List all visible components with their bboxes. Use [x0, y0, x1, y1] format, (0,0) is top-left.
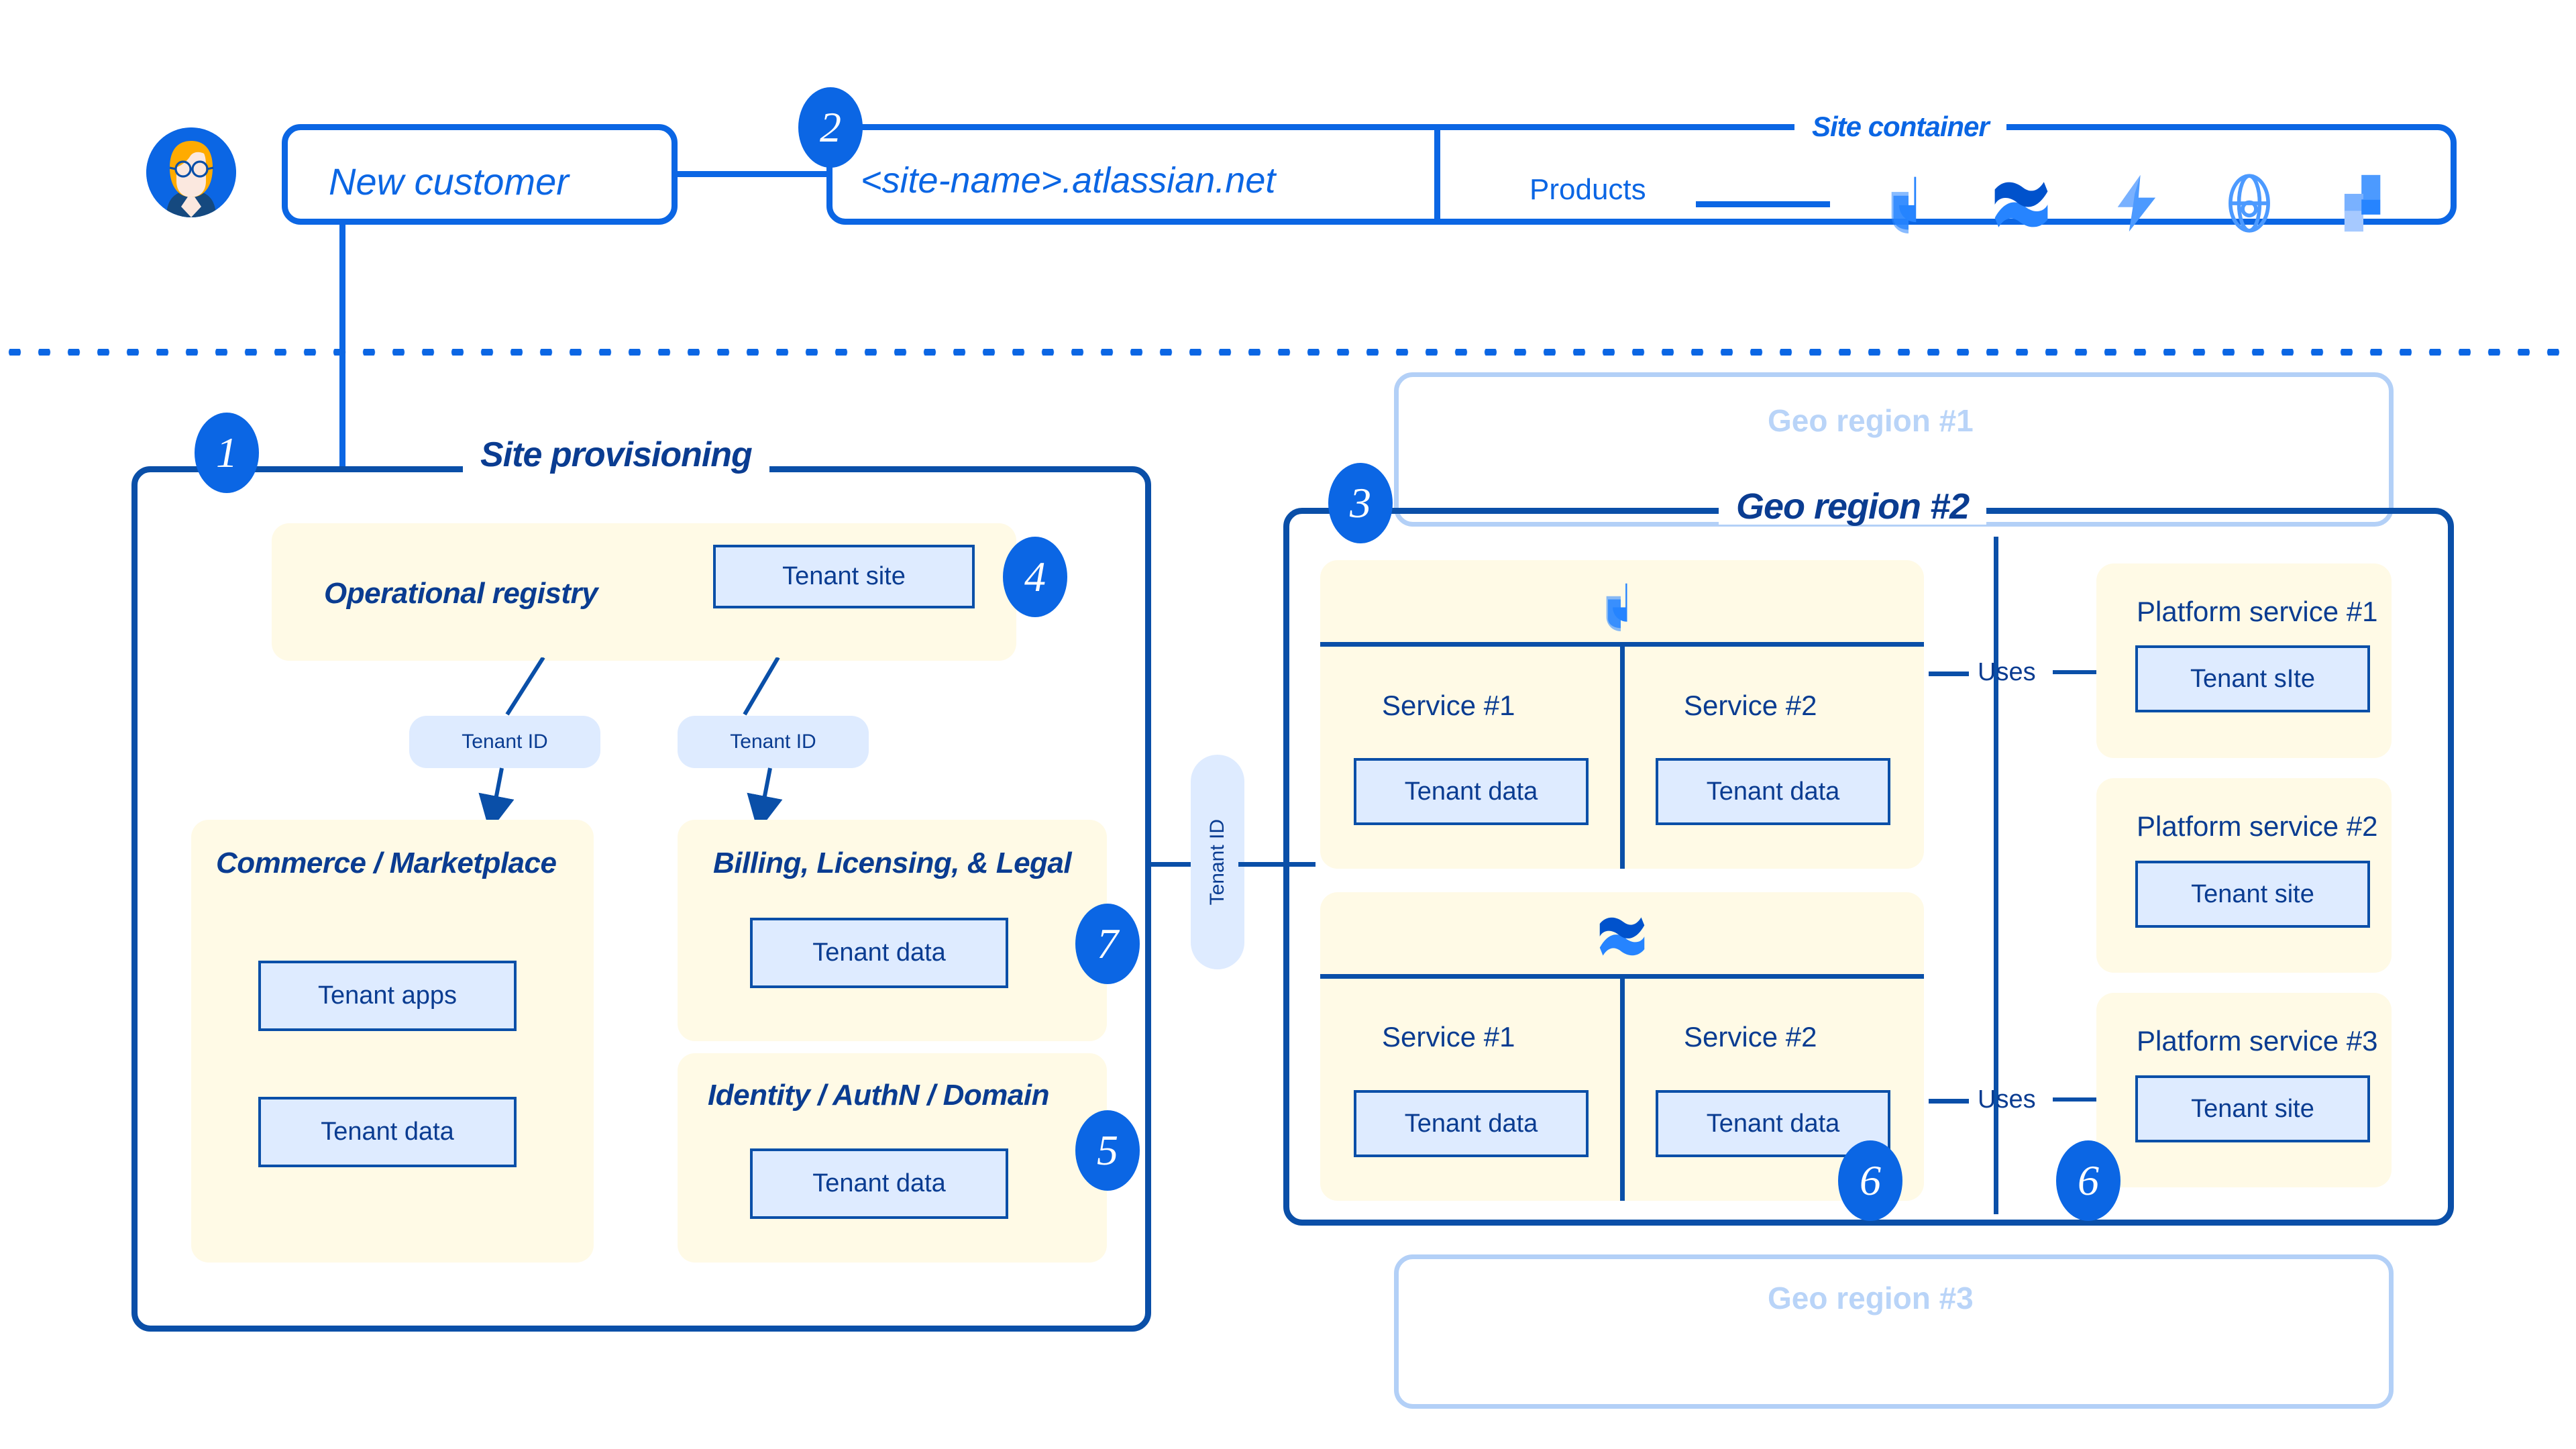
tenant-id-pill-1: Tenant ID [409, 716, 600, 768]
cloud-boundary-dotted-line [0, 349, 2576, 356]
confluence-icon [1597, 911, 1648, 965]
confluence-service-2-tenant-data-tile[interactable]: Tenant data [1656, 1090, 1890, 1157]
jira-group-service-divider [1620, 642, 1625, 869]
commerce-tenant-apps-tile[interactable]: Tenant apps [258, 961, 517, 1031]
operational-registry-title: Operational registry [324, 577, 598, 610]
step-badge-4: 4 [1003, 537, 1067, 617]
step-badge-1: 1 [195, 413, 259, 493]
site-container-caption: Site container [1794, 113, 2006, 141]
jira-service-2-tenant-data-tile[interactable]: Tenant data [1656, 758, 1890, 825]
billing-licensing-legal-title: Billing, Licensing, & Legal [713, 847, 1072, 879]
confluence-icon[interactable] [1991, 174, 2051, 238]
site-name-label: <site-name>.atlassian.net [861, 160, 1276, 201]
step-badge-3: 3 [1328, 463, 1393, 543]
uses-stub-line-bottom [1929, 1099, 1969, 1104]
identity-authn-domain-title: Identity / AuthN / Domain [708, 1079, 1049, 1112]
step-badge-6-right: 6 [2056, 1140, 2121, 1221]
billing-tenant-data-tile[interactable]: Tenant data [750, 918, 1008, 988]
platform-service-2-title: Platform service #2 [2137, 810, 2378, 842]
platform-service-1-tile[interactable]: Tenant sIte [2135, 645, 2370, 712]
commerce-marketplace-title: Commerce / Marketplace [216, 847, 557, 879]
connector-customer-to-provisioning [339, 221, 345, 470]
jira-icon [1595, 580, 1646, 635]
site-container-box[interactable] [826, 124, 2457, 225]
step-badge-5: 5 [1075, 1110, 1140, 1191]
geo-region-2-caption: Geo region #2 [1719, 488, 1987, 525]
uses-stub-line-top [1929, 672, 1969, 676]
connector-customer-to-sitename [674, 171, 828, 177]
tenant-id-bus-pill: Tenant ID [1191, 755, 1244, 969]
commerce-tenant-data-tile[interactable]: Tenant data [258, 1097, 517, 1167]
jira-service-1-title: Service #1 [1382, 690, 1515, 721]
confluence-service-2-title: Service #2 [1684, 1021, 1817, 1053]
step-badge-6-left: 6 [1838, 1140, 1902, 1221]
commerce-marketplace-panel [191, 820, 594, 1263]
step-badge-2: 2 [798, 87, 863, 168]
platform-service-1-title: Platform service #1 [2137, 596, 2378, 627]
registry-tenant-site-tile[interactable]: Tenant site [713, 545, 975, 608]
customer-avatar-illustration [146, 127, 236, 217]
products-label: Products [1529, 173, 1646, 206]
tenant-id-pill-2: Tenant ID [678, 716, 869, 768]
geo-region-3-ghost-box [1394, 1254, 2394, 1409]
step-badge-7: 7 [1075, 904, 1140, 984]
geo-region-1-label: Geo region #1 [1768, 403, 1974, 438]
jira-service-1-tenant-data-tile[interactable]: Tenant data [1354, 758, 1589, 825]
registry-to-tenantid-connectors [505, 657, 780, 716]
bus-line-right [1238, 862, 1316, 867]
tenant-id-bus-label: Tenant ID [1206, 818, 1228, 906]
platform-service-3-tile[interactable]: Tenant site [2135, 1075, 2370, 1142]
compass-globe-icon[interactable] [2219, 173, 2279, 237]
products-connector-line [1696, 201, 1830, 207]
uses-label-bottom: Uses [1978, 1085, 2036, 1114]
bitbucket-lightning-icon[interactable] [2106, 173, 2167, 237]
trello-squares-icon[interactable] [2333, 173, 2394, 237]
tenantid-to-panels-arrows [478, 767, 783, 832]
site-provisioning-caption: Site provisioning [463, 437, 769, 472]
confluence-group-service-divider [1620, 974, 1625, 1201]
identity-tenant-data-tile[interactable]: Tenant data [750, 1148, 1008, 1219]
customer-avatar [146, 127, 236, 217]
site-container-divider [1434, 127, 1440, 223]
jira-icon[interactable] [1878, 173, 1939, 237]
bus-line-left [1147, 862, 1208, 867]
platform-service-3-title: Platform service #3 [2137, 1025, 2378, 1057]
geo-region-3-label: Geo region #3 [1768, 1281, 1974, 1316]
confluence-service-1-tenant-data-tile[interactable]: Tenant data [1354, 1090, 1589, 1157]
new-customer-label: New customer [329, 160, 569, 203]
confluence-service-1-title: Service #1 [1382, 1021, 1515, 1053]
uses-label-top: Uses [1978, 658, 2036, 686]
platform-service-2-tile[interactable]: Tenant site [2135, 861, 2370, 928]
geo-region-2-inner-divider [1994, 537, 1998, 1214]
jira-service-2-title: Service #2 [1684, 690, 1817, 721]
